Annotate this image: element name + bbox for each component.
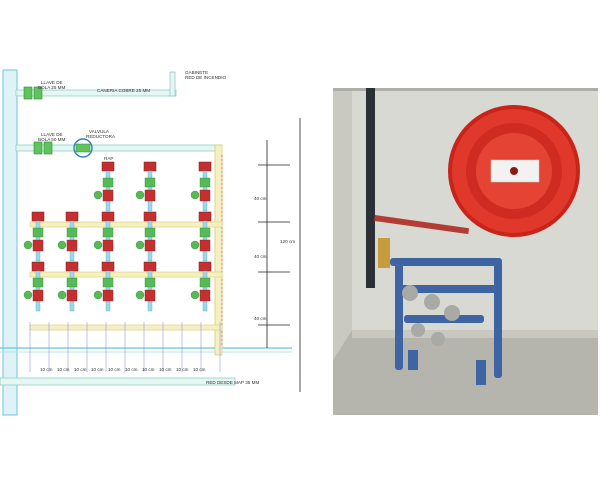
vdim-total: 120 cm [280, 239, 295, 244]
pressure-reducing-valve-icon [73, 138, 93, 158]
ball-valve-25-icon [23, 86, 43, 100]
ball-valve-50-icon [33, 141, 53, 155]
fire-hose-reel [448, 105, 580, 237]
manifold-row-2 [29, 271, 223, 278]
meter-assembly-1 [93, 161, 115, 212]
main-riser-pipe [2, 69, 18, 416]
label-llave-mid-1: LLAVE DE [41, 132, 63, 137]
label-valvula-2: REDUCTORA [86, 134, 116, 139]
label-valvula-1: VALVULA [89, 129, 110, 134]
label-llave-top-1: LLAVE DE [41, 80, 63, 85]
dark-supply-pipe [366, 88, 375, 288]
floor [333, 330, 598, 415]
label-rap: RAP [104, 156, 113, 161]
meter-assembly-10 [57, 261, 79, 312]
vdim-2: 40 cm [254, 254, 267, 259]
cabinet-riser [169, 71, 176, 97]
manifold-row-1 [29, 221, 223, 228]
label-llave-mid-2: BOLA 50 MM [38, 137, 65, 142]
meter-assembly-12 [135, 261, 157, 312]
vdim-3: 40 cm [254, 316, 267, 321]
meter-assembly-2 [135, 161, 157, 212]
return-riser [214, 144, 223, 356]
meter-assembly-11 [93, 261, 115, 312]
left-wall-shadow [333, 88, 352, 360]
hdim-3: 10 cm [74, 367, 87, 372]
label-gabinete-1: GABINETE [185, 70, 208, 75]
hdim-9: 10 cm [176, 367, 189, 372]
hdim-7: 10 cm [142, 367, 155, 372]
label-llave-top-2: BOLA 25 MM [38, 85, 65, 90]
hdim-4: 10 cm [91, 367, 104, 372]
hdim-10: 10 cm [193, 367, 206, 372]
meter-assembly-3 [190, 161, 212, 212]
label-gabinete-2: RED DE INCENDIO [185, 75, 227, 80]
meter-assembly-9 [23, 261, 45, 312]
top-feed-pipe [15, 89, 177, 97]
label-cobre: CANERIA COBRE 25 MM [97, 88, 150, 93]
label-red: RED DESDE MAP 35 MM [206, 380, 259, 385]
hdim-8: 10 cm [159, 367, 172, 372]
hdim-5: 10 cm [108, 367, 121, 372]
manifold-row-3 [29, 324, 223, 331]
meter-assembly-7 [135, 211, 157, 262]
hdim-2: 10 cm [57, 367, 70, 372]
meter-assembly-5 [57, 211, 79, 262]
plumbing-diagram: 10 cm 10 cm 10 cm 10 cm 10 cm 10 cm 10 cm 10 cm… [0, 69, 301, 416]
water-meter-manifold [378, 238, 502, 385]
hdim-1: 10 cm [40, 367, 53, 372]
hdim-6: 10 cm [125, 367, 138, 372]
meter-assembly-13 [190, 261, 212, 312]
bottom-feed-pipe [0, 377, 236, 386]
meter-assembly-8 [190, 211, 212, 262]
installation-photo [333, 88, 598, 415]
red-connector-pipe [374, 215, 470, 235]
meter-assembly-4 [23, 211, 45, 262]
vdim-1: 40 cm [254, 196, 267, 201]
meter-assembly-6 [93, 211, 115, 262]
